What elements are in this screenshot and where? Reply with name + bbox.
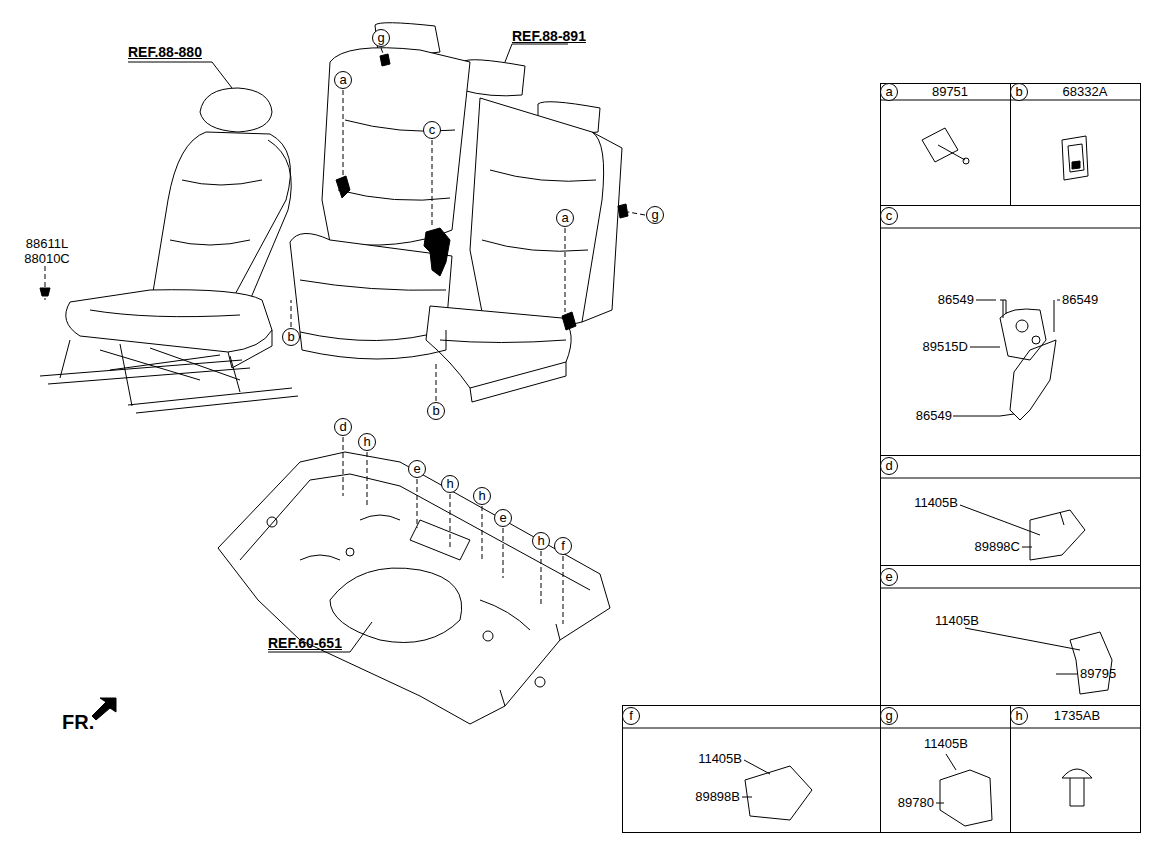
callout-letter-text: e <box>885 570 892 584</box>
callout-letter-text: h <box>446 477 453 491</box>
callout-letter-text: e <box>499 511 506 525</box>
callout-letter: h <box>358 433 376 451</box>
callout-letter-text: c <box>429 123 436 137</box>
part-number: 86549 <box>1062 292 1098 308</box>
callout-letter: e <box>494 509 512 527</box>
callout-letter: e <box>880 568 898 586</box>
part-number: 88611L <box>26 236 68 252</box>
part-number: 89751 <box>932 84 968 100</box>
callout-letter-text: g <box>377 31 384 45</box>
reference-label: REF.88-891 <box>512 28 586 44</box>
callout-letter: h <box>473 487 491 505</box>
part-number: 89780 <box>898 795 934 811</box>
callout-letter-text: c <box>886 209 893 223</box>
callout-letter-text: f <box>561 539 565 553</box>
parts-table-cell: 68332A b <box>1010 83 1141 206</box>
front-indicator: FR. <box>62 714 94 730</box>
callout-letter-text: e <box>413 462 420 476</box>
parts-table-cell: 89751 a <box>880 83 1011 206</box>
callout-letter: a <box>334 71 352 89</box>
parts-table-cell: 1735AB h <box>1010 705 1141 833</box>
reference-label: REF.88-880 <box>128 44 202 60</box>
callout-letter: h <box>1010 707 1028 725</box>
parts-table-cell: 11405B 89898C d <box>880 455 1141 566</box>
callout-letter-text: h <box>478 489 485 503</box>
part-number: 89898C <box>974 539 1020 555</box>
part-number: 86549 <box>938 292 974 308</box>
reference-label: REF.60-651 <box>268 635 342 651</box>
callout-letter: f <box>622 707 640 725</box>
callout-letter-text: g <box>885 709 892 723</box>
callout-letter-text: a <box>885 85 892 99</box>
callout-letter: b <box>282 328 300 346</box>
callout-letter: g <box>372 29 390 47</box>
callout-letter: c <box>880 207 898 225</box>
parts-table-cell: 11405B 89780 g <box>880 705 1011 833</box>
callout-letter: c <box>423 121 441 139</box>
callout-letter: b <box>427 402 445 420</box>
part-number: 88010C <box>24 251 70 267</box>
callout-letter: e <box>408 460 426 478</box>
callout-letter: g <box>646 206 664 224</box>
part-number: 68332A <box>1063 84 1108 100</box>
callout-letter-text: b <box>287 330 294 344</box>
part-number: 89515D <box>922 339 968 355</box>
callout-letter-text: h <box>1015 709 1022 723</box>
callout-letter: a <box>556 209 574 227</box>
callout-letter-text: g <box>651 208 658 222</box>
part-number: 11405B <box>914 495 958 511</box>
callout-letter-text: h <box>363 435 370 449</box>
callout-letter: b <box>1010 83 1028 101</box>
part-number: 86549 <box>916 408 952 424</box>
callout-letter: g <box>880 707 898 725</box>
callout-letter: h <box>532 532 550 550</box>
callout-letter-text: a <box>561 211 568 225</box>
callout-letter-text: b <box>432 404 439 418</box>
part-number: 11405B <box>924 736 968 752</box>
callout-letter-text: a <box>339 73 346 87</box>
part-number: 89898B <box>695 789 740 805</box>
part-number: 89795 <box>1080 666 1116 682</box>
callout-letter: d <box>334 418 352 436</box>
callout-letter-text: b <box>1015 85 1022 99</box>
callout-letter: f <box>554 537 572 555</box>
parts-table-cell: 11405B 89898B f <box>622 705 881 833</box>
callout-letter: h <box>441 475 459 493</box>
callout-letter: d <box>880 457 898 475</box>
callout-letter-text: d <box>885 459 892 473</box>
callout-letter-text: d <box>339 420 346 434</box>
callout-letter-text: f <box>629 709 633 723</box>
parts-table-cell: 11405B 89795 e <box>880 565 1141 706</box>
part-number: 11405B <box>698 751 742 767</box>
part-number: 1735AB <box>1054 708 1100 724</box>
part-number: 11405B <box>935 613 979 629</box>
parts-table-cell: 86549 86549 89515D 86549 c <box>880 205 1141 456</box>
callout-letter: a <box>880 83 898 101</box>
callout-letter-text: h <box>537 534 544 548</box>
